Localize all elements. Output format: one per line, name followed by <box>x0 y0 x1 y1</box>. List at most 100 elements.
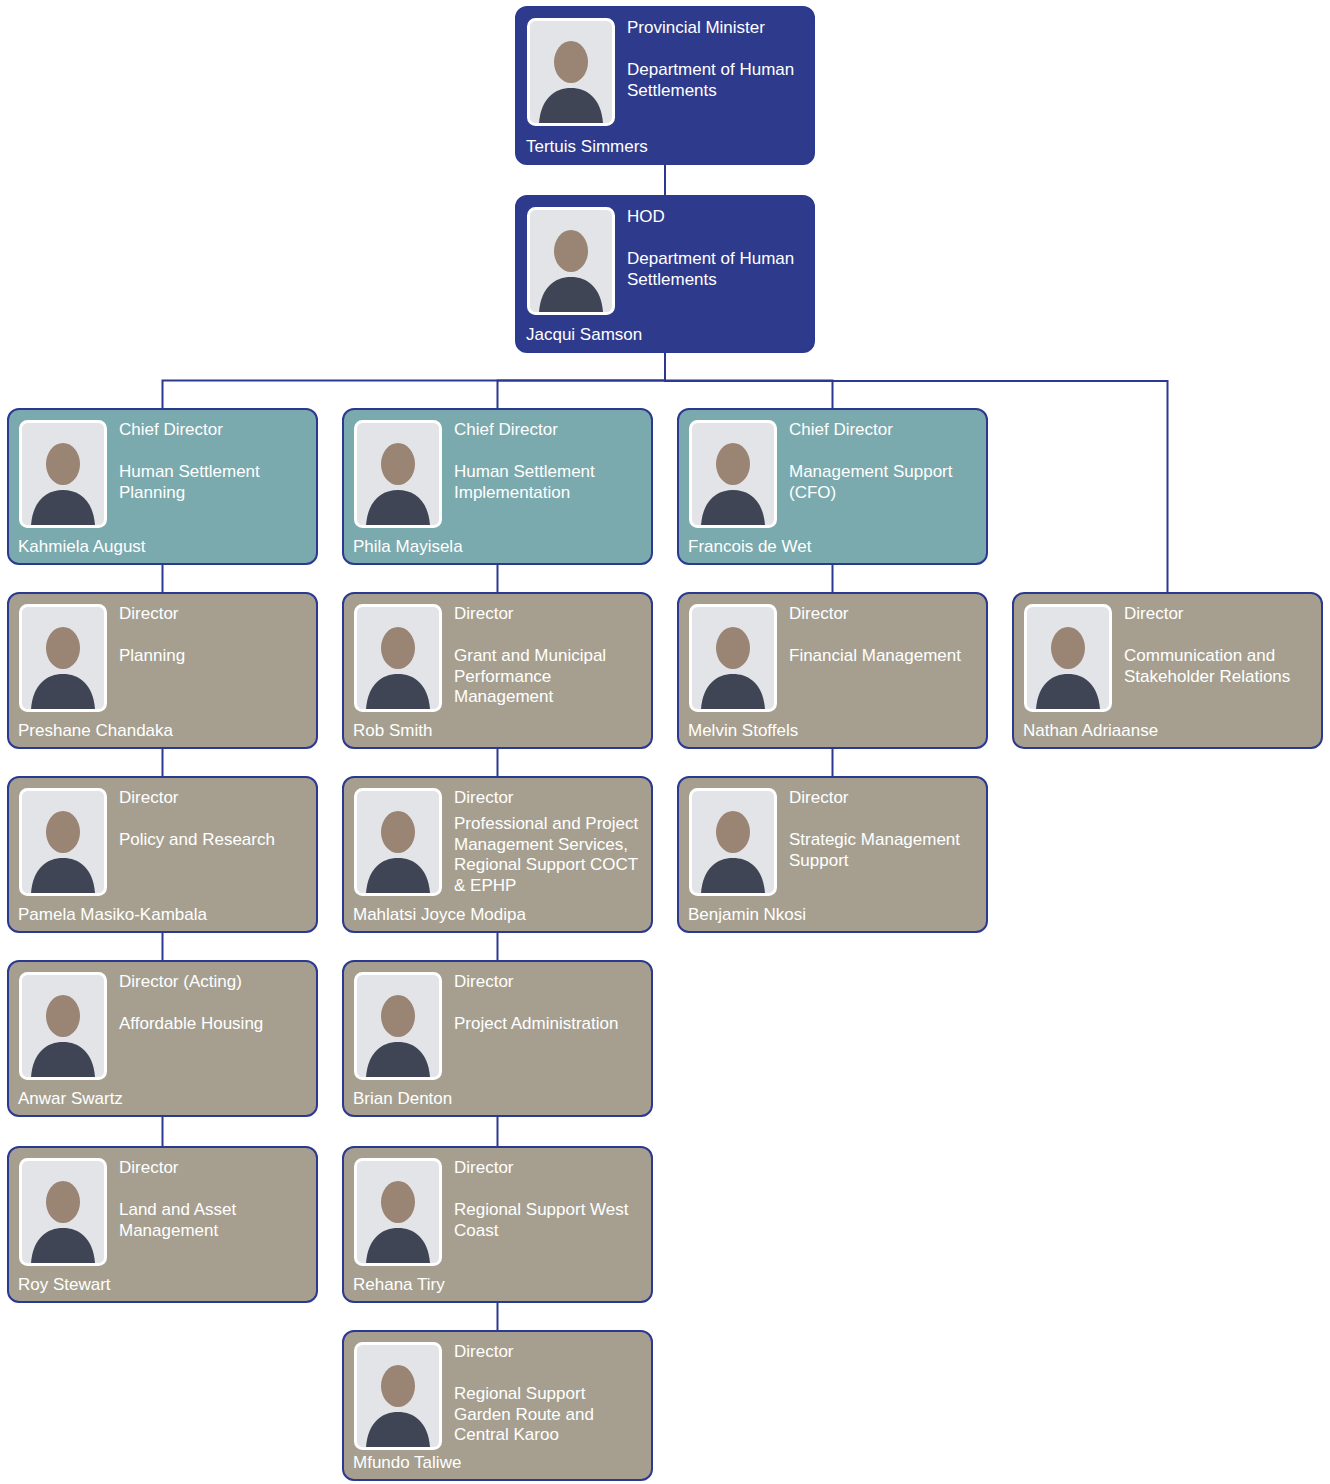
unit-name: Affordable Housing <box>119 1014 308 1034</box>
person-name: Benjamin Nkosi <box>688 905 980 925</box>
text-column: Director (Acting)Affordable Housing <box>119 972 308 1035</box>
director-box: DirectorProject AdministrationBrian Dent… <box>342 960 653 1117</box>
text-column: DirectorPlanning <box>119 604 308 667</box>
person-name: Tertuis Simmers <box>526 137 807 157</box>
text-column: DirectorPolicy and Research <box>119 788 308 851</box>
connector-line <box>498 353 666 408</box>
director-box: DirectorRegional Support West CoastRehan… <box>342 1146 653 1303</box>
person-name: Phila Mayisela <box>353 537 645 557</box>
director-box: DirectorCommunication and Stakeholder Re… <box>1012 592 1323 749</box>
text-column: DirectorFinancial Management <box>789 604 978 667</box>
text-column: DirectorRegional Support West Coast <box>454 1158 643 1241</box>
connector-line <box>497 933 499 960</box>
person-name: Anwar Swartz <box>18 1089 310 1109</box>
connector-line <box>832 749 834 776</box>
unit-name: Policy and Research <box>119 830 308 850</box>
unit-name: Department of Human Settlements <box>627 249 805 290</box>
unit-name: Management Support (CFO) <box>789 462 978 503</box>
unit-name: Grant and Municipal Performance Manageme… <box>454 646 643 707</box>
person-name: Rehana Tiry <box>353 1275 645 1295</box>
role-title: Director <box>789 788 978 808</box>
connector-line <box>162 933 164 960</box>
text-column: Provincial MinisterDepartment of Human S… <box>627 18 805 101</box>
role-title: Director <box>454 1158 643 1178</box>
text-column: DirectorProject Administration <box>454 972 643 1035</box>
portrait-photo <box>19 788 107 896</box>
person-name: Rob Smith <box>353 721 645 741</box>
role-title: Director <box>454 604 643 624</box>
text-column: Chief DirectorHuman Settlement Implement… <box>454 420 643 503</box>
unit-name: Planning <box>119 646 308 666</box>
connector-line <box>665 353 1168 592</box>
connector-line <box>664 165 666 195</box>
role-title: Chief Director <box>119 420 308 440</box>
director-box: DirectorLand and Asset ManagementRoy Ste… <box>7 1146 318 1303</box>
portrait-photo <box>354 1158 442 1266</box>
chief-director-box: Chief DirectorHuman Settlement Implement… <box>342 408 653 565</box>
portrait-photo <box>527 18 615 126</box>
person-name: Mfundo Taliwe <box>353 1453 645 1473</box>
role-title: HOD <box>627 207 805 227</box>
person-name: Preshane Chandaka <box>18 721 310 741</box>
text-column: Chief DirectorHuman Settlement Planning <box>119 420 308 503</box>
text-column: DirectorGrant and Municipal Performance … <box>454 604 643 708</box>
text-column: DirectorLand and Asset Management <box>119 1158 308 1241</box>
person-name: Jacqui Samson <box>526 325 807 345</box>
role-title: Chief Director <box>789 420 978 440</box>
text-column: Chief DirectorManagement Support (CFO) <box>789 420 978 503</box>
chief-director-box: Chief DirectorHuman Settlement PlanningK… <box>7 408 318 565</box>
portrait-photo <box>689 788 777 896</box>
person-name: Francois de Wet <box>688 537 980 557</box>
person-name: Mahlatsi Joyce Modipa <box>353 905 645 925</box>
role-title: Chief Director <box>454 420 643 440</box>
portrait-photo <box>689 604 777 712</box>
unit-name: Strategic Management Support <box>789 830 978 871</box>
connector-line <box>162 749 164 776</box>
director-box: DirectorRegional Support Garden Route an… <box>342 1330 653 1481</box>
portrait-photo <box>19 972 107 1080</box>
portrait-photo <box>1024 604 1112 712</box>
portrait-photo <box>354 972 442 1080</box>
director-box: DirectorProfessional and Project Managem… <box>342 776 653 933</box>
text-column: DirectorCommunication and Stakeholder Re… <box>1124 604 1313 687</box>
unit-name: Department of Human Settlements <box>627 60 805 101</box>
portrait-photo <box>19 1158 107 1266</box>
unit-name: Communication and Stakeholder Relations <box>1124 646 1313 687</box>
director-box: DirectorFinancial ManagementMelvin Stoff… <box>677 592 988 749</box>
chief-director-box: Chief DirectorManagement Support (CFO) Fr… <box>677 408 988 565</box>
portrait-photo <box>527 207 615 315</box>
person-name: Kahmiela August <box>18 537 310 557</box>
connector-line <box>497 749 499 776</box>
connector-line <box>832 565 834 592</box>
unit-name: Land and Asset Management <box>119 1200 308 1241</box>
role-title: Director <box>119 1158 308 1178</box>
role-title: Director <box>789 604 978 624</box>
person-name: Roy Stewart <box>18 1275 310 1295</box>
portrait-photo <box>354 604 442 712</box>
role-title: Director <box>454 788 643 808</box>
unit-name: Professional and Project Management Serv… <box>454 814 643 896</box>
portrait-photo <box>19 420 107 528</box>
person-name: Brian Denton <box>353 1089 645 1109</box>
director-box: DirectorStrategic Management SupportBenj… <box>677 776 988 933</box>
unit-name: Regional Support West Coast <box>454 1200 643 1241</box>
person-name: Pamela Masiko-Kambala <box>18 905 310 925</box>
connector-line <box>497 1117 499 1146</box>
director-box: Director (Acting)Affordable HousingAnwar… <box>7 960 318 1117</box>
director-box: DirectorGrant and Municipal Performance … <box>342 592 653 749</box>
connector-line <box>162 1117 164 1146</box>
role-title: Director <box>119 788 308 808</box>
role-title: Director <box>119 604 308 624</box>
text-column: DirectorProfessional and Project Managem… <box>454 788 643 896</box>
person-name: Nathan Adriaanse <box>1023 721 1315 741</box>
portrait-photo <box>354 420 442 528</box>
person-name: Melvin Stoffels <box>688 721 980 741</box>
connector-line <box>162 565 164 592</box>
text-column: DirectorStrategic Management Support <box>789 788 978 871</box>
text-column: HOD Department of Human Settlements <box>627 207 805 290</box>
director-box: DirectorPolicy and ResearchPamela Masiko… <box>7 776 318 933</box>
role-title: Provincial Minister <box>627 18 805 38</box>
connector-line <box>163 353 666 408</box>
unit-name: Human Settlement Implementation <box>454 462 643 503</box>
